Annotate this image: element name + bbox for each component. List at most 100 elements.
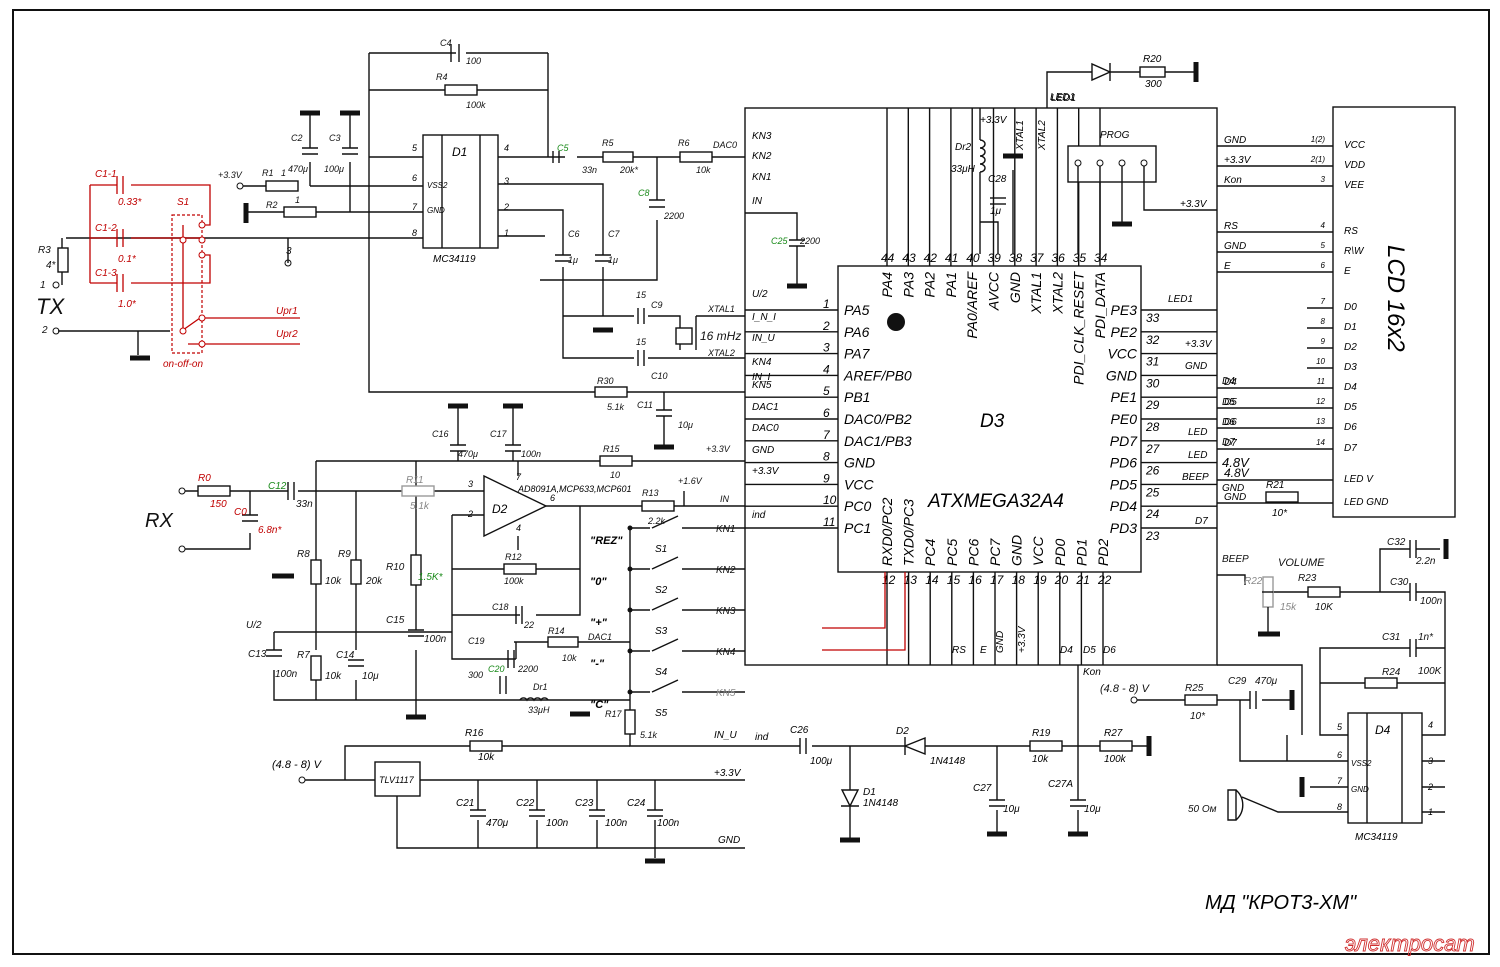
button-net: KN3 (716, 606, 736, 617)
led-label: R20 (1143, 54, 1162, 65)
drawing-title: МД "КРОТ3-ХМ" (1205, 892, 1357, 914)
d1-pin2: 2 (503, 202, 509, 212)
mcu-left-pin-num: 3 (823, 341, 830, 355)
mcu-right-pin-name: VCC (1107, 346, 1137, 362)
indicator-label: D2 (896, 726, 909, 737)
mcu-top-pin-name: PDI_DATA (1092, 272, 1108, 338)
mcu-top-pin-name: PA2 (922, 272, 938, 298)
d4-vss2: VSS2 (1351, 759, 1372, 768)
tx-label: Upr2 (276, 329, 298, 340)
power-cap-val: 100n (605, 818, 628, 829)
mcu-left-net: IN_U (752, 333, 776, 344)
button-contact (651, 515, 679, 529)
rx-label: 10k (325, 671, 342, 682)
mcu-right-pin-num: 26 (1145, 464, 1160, 478)
d4-pin-num: 8 (1337, 802, 1342, 812)
lcd-net-label: GND (1224, 135, 1246, 146)
mcu-left-net: KN3 (752, 131, 772, 142)
lcd-extra: +3.3V (1180, 199, 1208, 210)
tx-part-label: C7 (608, 229, 620, 239)
mcu-right-net: D7 (1195, 516, 1208, 527)
watermark: электросат (1345, 931, 1475, 956)
mcu-right-net: D4 (1222, 376, 1235, 387)
mcu-top-pin-num: 43 (902, 251, 916, 265)
tx-part-label: 100 (466, 56, 481, 66)
power-label: TLV1117 (379, 775, 415, 785)
mcu-ref: D3 (980, 411, 1005, 432)
mcu-right-net: D5 (1222, 397, 1235, 408)
mcu-bottom-pin-name: VCC (1030, 536, 1046, 566)
mcu-top-net: LED1 (1050, 92, 1075, 103)
lcd-pin-name: VEE (1344, 180, 1364, 191)
tx-part-label: R1 (262, 168, 274, 178)
d4-pin-num: 4 (1428, 720, 1433, 730)
mcu-left-pin-name: DAC1/PB3 (844, 433, 912, 449)
tx-part-label: R4 (436, 72, 448, 82)
power-cap-val: 100n (657, 818, 680, 829)
mcu-bottom-pin-num: 18 (1012, 573, 1026, 587)
mcu-bottom-pin-num: 19 (1033, 573, 1047, 587)
tx-label: 1 (40, 280, 46, 291)
mcu-left-pin-num: 9 (823, 471, 830, 485)
tx-part-label: 5.1k (607, 402, 625, 412)
tx-section: D1 MC34119 VSS2 GND 5 6 7 8 4 3 2 1 (36, 38, 820, 450)
indicator-label: R19 (1032, 728, 1051, 739)
lcd-pin-num: 9 (1321, 337, 1326, 346)
tx-label: R3 (38, 245, 51, 256)
tx-part-label: C6 (568, 229, 580, 239)
mcu-bottom-pin-num: 15 (947, 573, 961, 587)
lcd-net-label: GND (1224, 492, 1246, 503)
mcu-bottom-pin-num: 13 (904, 573, 918, 587)
tx-part-label: C9 (651, 300, 663, 310)
mcu-bottom-pin-num: 20 (1054, 573, 1069, 587)
mcu-left-pin-num: 2 (822, 319, 830, 333)
audio-label: R25 (1185, 683, 1204, 694)
lcd-pin-name: LED V (1344, 474, 1374, 485)
lcd-pin-num: 13 (1316, 417, 1325, 426)
mcu-left-net: I_N_I (752, 312, 776, 323)
mcu-right-pin-num: 28 (1145, 420, 1160, 434)
tx-label: 0.1* (118, 254, 137, 265)
tx-label: 0.33* (118, 197, 142, 208)
tx-part-label: 1μ (568, 255, 578, 265)
lcd-net-label: GND (1224, 241, 1246, 252)
d4-pin-num: 7 (1337, 776, 1343, 786)
rx-label: R11 (406, 475, 424, 486)
mcu-left-pin-name: PC0 (844, 498, 871, 514)
power-label: (4.8 - 8) V (272, 759, 323, 771)
power-cap-val: 100n (546, 818, 569, 829)
mcu-top-pin-num: 40 (966, 251, 980, 265)
mcu-right-net: LED (1188, 450, 1207, 461)
mcu-left-net: DAC0 (752, 423, 779, 434)
lcd-pin-num: 2(1) (1310, 155, 1326, 164)
pin1-marker (887, 313, 905, 331)
mcu-bottom-pin-num: 14 (925, 573, 939, 587)
mcu-bottom-net: Kon (1083, 667, 1101, 678)
button-label: "REZ" (590, 535, 623, 547)
rx-part-label: R15 (603, 444, 621, 454)
lcd-net-label: +3.3V (1224, 155, 1252, 166)
rx-part-label: 100n (521, 449, 541, 459)
audio-label: (4.8 - 8) V (1100, 683, 1151, 695)
d2-pin-num: 6 (550, 493, 555, 503)
tx-label: 3 (286, 246, 292, 257)
rx-part-label: R12 (505, 552, 522, 562)
mcu-top-pin-num: 44 (881, 251, 895, 265)
mcu-part: ATXMEGA32A4 (927, 491, 1064, 512)
tx-label: on-off-on (163, 359, 203, 370)
mcu-right-pin-name: PD4 (1110, 498, 1137, 514)
rx-label: C15 (386, 615, 405, 626)
mcu-bottom-pin-num: 17 (990, 573, 1005, 587)
r21-resistor (1265, 491, 1299, 503)
mcu-top-pins: 44PA443PA342PA241PA140PA0/AREF39AVCC38GN… (879, 108, 1108, 385)
tx-part-label: R30 (597, 376, 614, 386)
tx-part-label: 16 mHz (700, 329, 741, 343)
mcu-top-net: PROG (1100, 130, 1130, 141)
button-net: KN1 (716, 524, 735, 535)
d4-pin-num: 1 (1428, 807, 1433, 817)
rx-part-label: IN (720, 494, 730, 504)
lcd-pin-name: D0 (1344, 302, 1357, 313)
mcu-top-pin-num: 36 (1051, 251, 1065, 265)
